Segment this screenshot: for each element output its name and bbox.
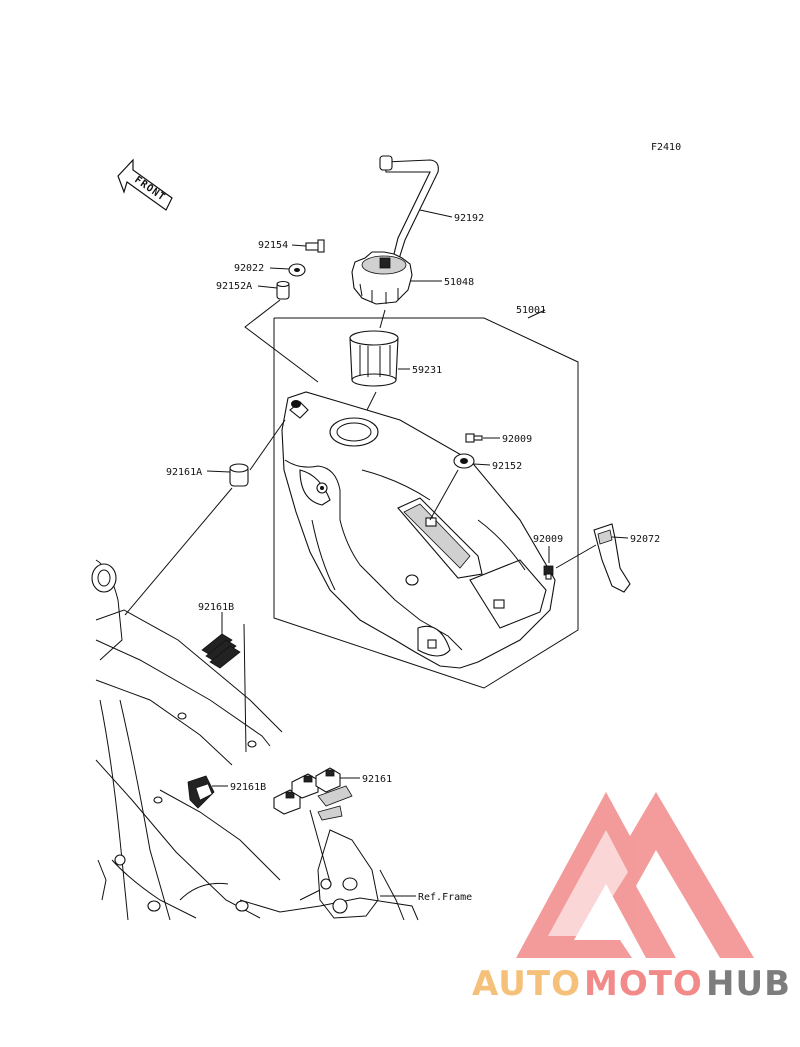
part-label-92072: 92072 — [630, 534, 660, 545]
grommet-icon — [453, 453, 475, 469]
svg-text:MOTO: MOTO — [584, 964, 703, 1004]
front-arrow-icon: FRONT — [117, 158, 173, 211]
pad-icon — [201, 633, 241, 669]
part-label-92192: 92192 — [454, 213, 484, 224]
part-label-92009-lower: 92009 — [533, 534, 563, 545]
collar-icon — [276, 280, 290, 300]
part-label-51048: 51048 — [444, 277, 474, 288]
part-label-92161A: 92161A — [166, 467, 202, 478]
part-label-92161: 92161 — [362, 774, 392, 785]
part-label-92154: 92154 — [258, 240, 288, 251]
svg-text:HUB: HUB — [706, 964, 791, 1004]
fuel-cap-icon — [351, 251, 413, 305]
ref-frame-label: Ref.Frame — [418, 892, 472, 903]
diagram-code: F2410 — [651, 142, 681, 153]
pad-icon — [187, 775, 215, 809]
strap-icon — [593, 523, 631, 593]
svg-text:AUTO: AUTO — [472, 964, 581, 1004]
part-label-92161B-top: 92161B — [198, 602, 234, 613]
screw-icon — [465, 433, 483, 443]
automotohub-logo — [516, 792, 754, 958]
damper-set-icon — [273, 767, 353, 821]
bolt-icon — [305, 239, 325, 253]
fuel-tank — [281, 391, 556, 669]
automotohub-wordmark: AUTO MOTO HUB — [472, 964, 791, 1004]
screw-icon — [543, 565, 554, 580]
part-label-92009-upper: 92009 — [502, 434, 532, 445]
breather-hose — [379, 155, 439, 263]
part-label-92152: 92152 — [492, 461, 522, 472]
part-label-92152A: 92152A — [216, 281, 252, 292]
part-label-92161B-bottom: 92161B — [230, 782, 266, 793]
frame — [91, 559, 419, 921]
part-label-59231: 59231 — [412, 365, 442, 376]
fuel-filter-icon — [349, 330, 399, 387]
part-label-51001: 51001 — [516, 305, 546, 316]
damper-icon — [229, 463, 249, 487]
part-label-92022: 92022 — [234, 263, 264, 274]
